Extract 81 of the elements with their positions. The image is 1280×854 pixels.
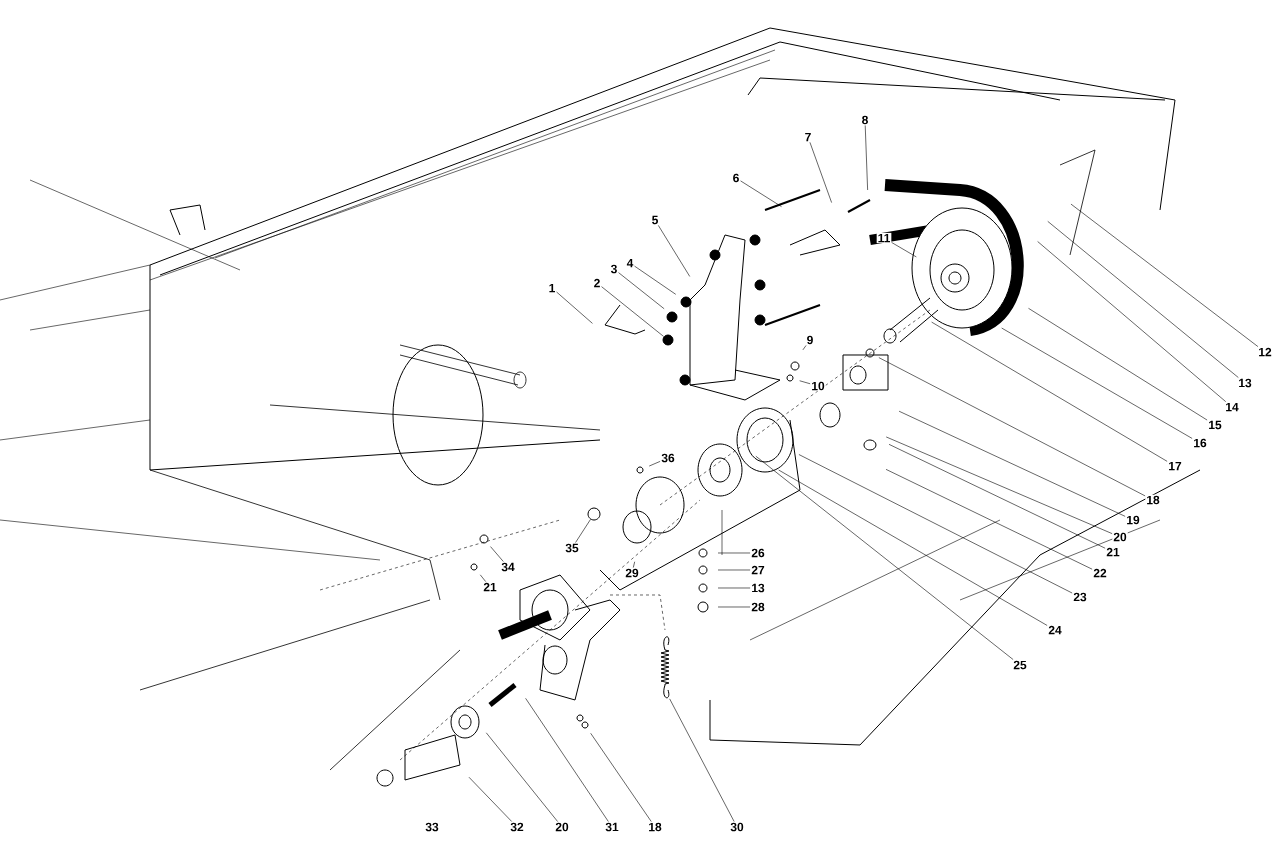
leader-line [1001, 327, 1193, 439]
leader-line [490, 546, 504, 562]
callout-number: 4 [625, 257, 635, 269]
callout-number: 29 [624, 567, 640, 579]
callout-number: 22 [1092, 567, 1108, 579]
callout-number: 35 [564, 542, 580, 554]
callout-number: 21 [1105, 546, 1121, 558]
leader-line [891, 242, 917, 258]
leader-line [1070, 203, 1259, 347]
leader-line [717, 587, 751, 589]
callout-number: 12 [1257, 346, 1273, 358]
leader-line [618, 272, 665, 310]
callout-number: 18 [647, 821, 663, 833]
callout-number: 14 [1224, 401, 1240, 413]
callout-number: 13 [1237, 377, 1253, 389]
leader-line [755, 455, 1014, 660]
callout-number: 25 [1012, 659, 1028, 671]
callout-number: 1 [547, 282, 557, 294]
callout-number: 18 [1145, 494, 1161, 506]
leader-line [479, 574, 486, 582]
leader-line [1037, 241, 1227, 402]
leader-line [1047, 221, 1239, 378]
callout-number: 17 [1167, 460, 1183, 472]
pin-drawing [587, 507, 601, 521]
leader-line [878, 357, 1146, 497]
leader-line [898, 410, 1126, 517]
callout-number: 21 [482, 581, 498, 593]
callout-number: 26 [750, 547, 766, 559]
leader-line [1028, 308, 1208, 421]
callout-number: 34 [500, 561, 516, 573]
leader-line [885, 436, 1113, 534]
callout-number: 24 [1047, 624, 1063, 636]
leader-line [717, 552, 751, 554]
callout-number: 33 [425, 822, 439, 832]
callout-number: 2 [592, 277, 602, 289]
callout-number: 27 [750, 564, 766, 576]
leader-line [575, 519, 591, 543]
callout-number: 31 [604, 821, 620, 833]
leader-line [556, 291, 593, 324]
leader-line [778, 469, 1048, 626]
callout-number: 5 [650, 214, 660, 226]
callout-number: 16 [1192, 437, 1208, 449]
callout-number: 32 [509, 821, 525, 833]
callout-number: 15 [1207, 419, 1223, 431]
callout-number: 8 [860, 114, 870, 126]
callout-number: 6 [731, 172, 741, 184]
callout-number: 10 [810, 380, 826, 392]
leader-line [633, 561, 635, 568]
callout-number: 20 [554, 821, 570, 833]
leader-line [931, 321, 1168, 462]
callout-number: 13 [750, 582, 766, 594]
callout-number: 7 [803, 131, 813, 143]
callout-number: 3 [609, 263, 619, 275]
leader-line [634, 265, 677, 295]
leader-line [888, 444, 1106, 549]
leader-line [885, 469, 1093, 570]
leader-line [590, 732, 652, 822]
leader-line [525, 698, 609, 822]
leader-line [468, 776, 513, 822]
callout-number: 20 [1112, 531, 1128, 543]
callout-number: 9 [805, 334, 815, 346]
callout-number: 23 [1072, 591, 1088, 603]
leader-line [601, 286, 664, 337]
leader-line [798, 454, 1073, 594]
leader-line [669, 698, 735, 822]
leader-line [864, 125, 868, 191]
leader-line [799, 380, 811, 385]
nut-drawing [662, 334, 674, 346]
leader-line [485, 732, 558, 822]
callout-number: 19 [1125, 514, 1141, 526]
callout-number: 28 [750, 601, 766, 613]
callout-number: 36 [660, 452, 676, 464]
leader-line [809, 142, 832, 203]
callout-number: 11 [876, 232, 892, 244]
leader-line [802, 345, 807, 351]
leader-line [717, 569, 751, 571]
callout-number: 30 [729, 821, 745, 833]
leader-line [658, 225, 691, 277]
leader-line [648, 461, 661, 467]
leader-line [717, 606, 751, 608]
leader-line [740, 180, 782, 207]
